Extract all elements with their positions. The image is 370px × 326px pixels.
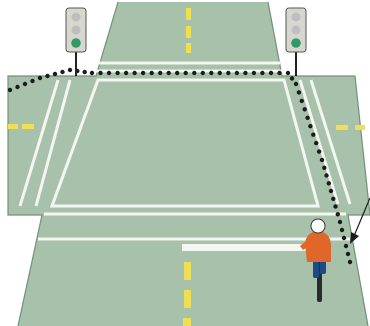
route-dot — [286, 71, 290, 75]
signal-red-lamp — [292, 13, 301, 22]
route-dot — [201, 71, 205, 75]
route-dot — [324, 173, 328, 177]
route-dot — [290, 76, 294, 80]
route-dot — [209, 71, 213, 75]
route-dot — [294, 82, 298, 86]
route-dot — [338, 220, 342, 224]
route-dot — [305, 116, 309, 120]
lane-dash — [184, 262, 191, 280]
route-dot — [158, 71, 162, 75]
lane-dash — [336, 125, 348, 130]
route-dot — [98, 71, 102, 75]
route-dot — [317, 149, 321, 153]
signal-amber-lamp — [72, 26, 81, 35]
route-dot — [344, 244, 348, 248]
lane-dash — [186, 8, 191, 20]
route-dot — [260, 71, 264, 75]
traffic-signal-icon — [66, 8, 86, 76]
lane-dash — [22, 124, 34, 129]
signal-green-lamp — [71, 38, 81, 48]
route-dot — [303, 107, 307, 111]
traffic-signal-icon — [286, 8, 306, 76]
route-dot — [329, 189, 333, 193]
route-dot — [184, 71, 188, 75]
route-dot — [333, 204, 337, 208]
route-dot — [322, 166, 326, 170]
route-dot — [90, 71, 94, 75]
route-dot — [150, 71, 154, 75]
route-dot — [314, 141, 318, 145]
route-dot — [60, 70, 64, 74]
route-dot — [115, 71, 119, 75]
route-dot — [141, 71, 145, 75]
route-dot — [277, 71, 281, 75]
route-dot — [23, 82, 27, 86]
route-dot — [30, 79, 34, 83]
route-dot — [15, 85, 19, 89]
lane-dash — [8, 124, 18, 129]
lane-dash — [186, 26, 191, 38]
route-dot — [342, 236, 346, 240]
route-dot — [218, 71, 222, 75]
route-dot — [320, 158, 324, 162]
route-dot — [308, 124, 312, 128]
lane-dash — [184, 290, 191, 308]
route-dot — [175, 71, 179, 75]
route-dot — [269, 71, 273, 75]
route-dot — [167, 71, 171, 75]
route-dot — [192, 71, 196, 75]
route-dot — [311, 133, 315, 137]
lane-dash — [355, 125, 365, 130]
signal-green-lamp — [291, 38, 301, 48]
route-dot — [83, 70, 87, 74]
route-dot — [107, 71, 111, 75]
route-dot — [346, 252, 350, 256]
route-dot — [300, 99, 304, 103]
lane-dash — [186, 43, 191, 53]
route-dot — [124, 71, 128, 75]
route-dot — [331, 197, 335, 201]
route-dot — [252, 71, 256, 75]
route-dot — [340, 228, 344, 232]
route-dot — [45, 74, 49, 78]
route-dot — [243, 71, 247, 75]
route-dot — [297, 90, 301, 94]
signal-amber-lamp — [292, 26, 301, 35]
signal-red-lamp — [72, 13, 81, 22]
route-dot — [38, 76, 42, 80]
route-dot — [226, 71, 230, 75]
lane-dash — [183, 318, 191, 326]
route-dot — [68, 68, 72, 72]
route-dot — [53, 72, 57, 76]
route-dot — [8, 88, 12, 92]
route-dot — [327, 181, 331, 185]
route-dot — [336, 212, 340, 216]
route-dot — [348, 260, 352, 264]
route-dot — [235, 71, 239, 75]
route-dot — [132, 71, 136, 75]
